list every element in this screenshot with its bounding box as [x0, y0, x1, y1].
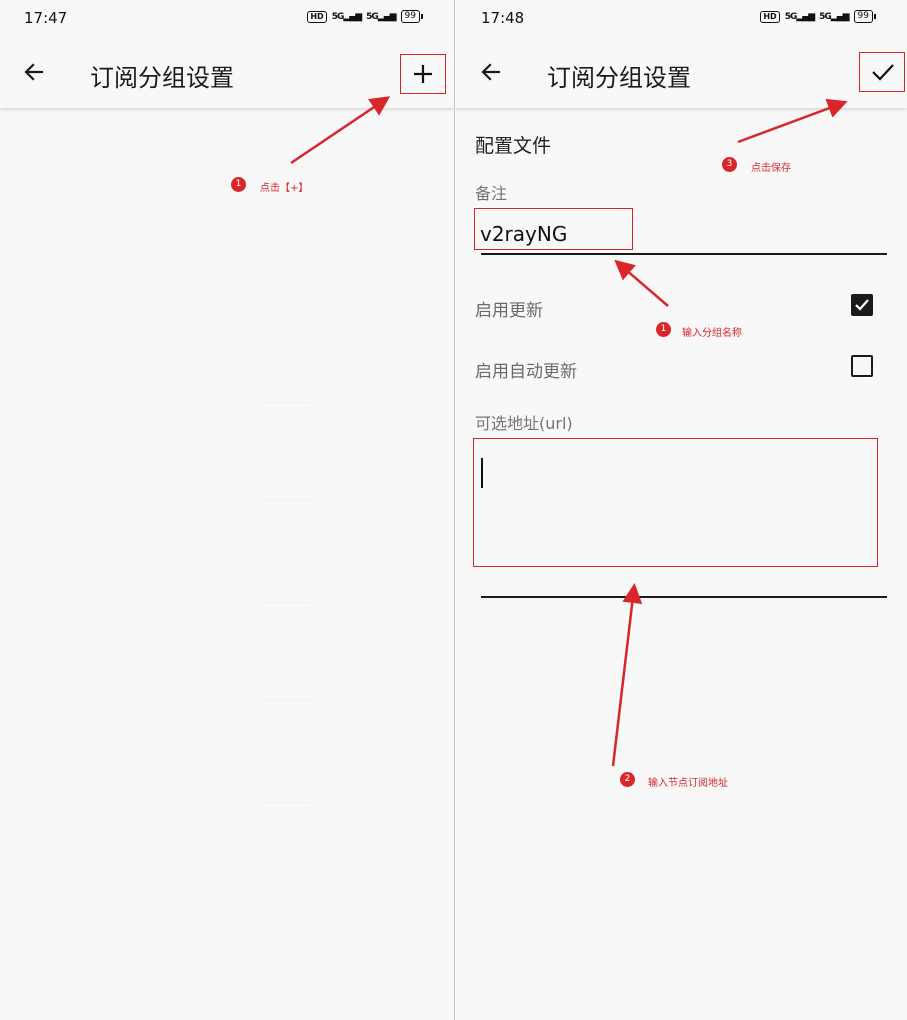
annotation-text: 输入分组名称: [682, 328, 742, 339]
page-title: 订阅分组设置: [547, 64, 691, 92]
hd-icon: HD: [760, 10, 780, 23]
auto-update-checkbox[interactable]: [851, 355, 873, 377]
arrow-left-icon[interactable]: [22, 60, 46, 84]
signal-icon: 5G▂▄▆: [784, 11, 815, 22]
url-underline: [481, 596, 887, 598]
step-badge: 1: [656, 322, 671, 337]
panel-divider: [454, 0, 455, 1020]
remarks-underline: [481, 253, 887, 255]
text-cursor: [481, 458, 483, 488]
step-badge: 3: [722, 157, 737, 172]
battery-icon: 99: [853, 10, 877, 23]
check-icon: [872, 64, 894, 81]
status-icons: HD 5G▂▄▆ 5G▂▄▆ 99: [307, 10, 424, 23]
annotation-text: 点击【+】: [260, 183, 309, 194]
remarks-input[interactable]: v2rayNG: [480, 222, 568, 246]
step-badge: 1: [231, 177, 246, 192]
divider: [262, 802, 310, 803]
status-icons: HD 5G▂▄▆ 5G▂▄▆ 99: [760, 10, 877, 23]
right-screenshot: 17:48 HD 5G▂▄▆ 5G▂▄▆ 99 订阅分组设置 配置文件 备注 v…: [455, 0, 907, 1020]
app-bar: 订阅分组设置: [0, 36, 454, 108]
url-label: 可选地址(url): [475, 414, 573, 433]
page-title: 订阅分组设置: [90, 64, 234, 92]
status-time: 17:48: [481, 9, 525, 27]
auto-update-label: 启用自动更新: [475, 362, 577, 382]
save-button[interactable]: [859, 52, 905, 92]
add-subscription-button[interactable]: [400, 54, 446, 94]
status-bar: 17:47 HD 5G▂▄▆ 5G▂▄▆ 99: [0, 0, 454, 36]
remarks-label: 备注: [475, 184, 508, 203]
signal-icon: 5G▂▄▆: [331, 11, 362, 22]
plus-icon: [414, 65, 432, 83]
arrow-left-icon[interactable]: [479, 60, 503, 84]
annotation-text: 输入节点订阅地址: [648, 778, 728, 789]
divider: [262, 500, 310, 501]
divider: [262, 602, 310, 603]
check-icon: [855, 299, 869, 311]
highlight-box: [474, 208, 633, 250]
hd-icon: HD: [307, 10, 327, 23]
enable-update-checkbox[interactable]: [851, 294, 873, 316]
divider: [262, 402, 310, 403]
annotation-text: 点击保存: [751, 163, 791, 174]
battery-icon: 99: [400, 10, 424, 23]
app-bar: 订阅分组设置: [455, 36, 907, 108]
enable-update-label: 启用更新: [475, 301, 543, 321]
section-title: 配置文件: [475, 135, 552, 157]
step-badge: 2: [620, 772, 635, 787]
status-time: 17:47: [24, 9, 68, 27]
signal-icon: 5G▂▄▆: [819, 11, 849, 22]
url-input[interactable]: [473, 438, 878, 567]
status-bar: 17:48 HD 5G▂▄▆ 5G▂▄▆ 99: [455, 0, 907, 36]
divider: [262, 700, 310, 701]
signal-icon: 5G▂▄▆: [366, 11, 396, 22]
left-screenshot: 17:47 HD 5G▂▄▆ 5G▂▄▆ 99 订阅分组设置 1 点击【+】: [0, 0, 454, 803]
